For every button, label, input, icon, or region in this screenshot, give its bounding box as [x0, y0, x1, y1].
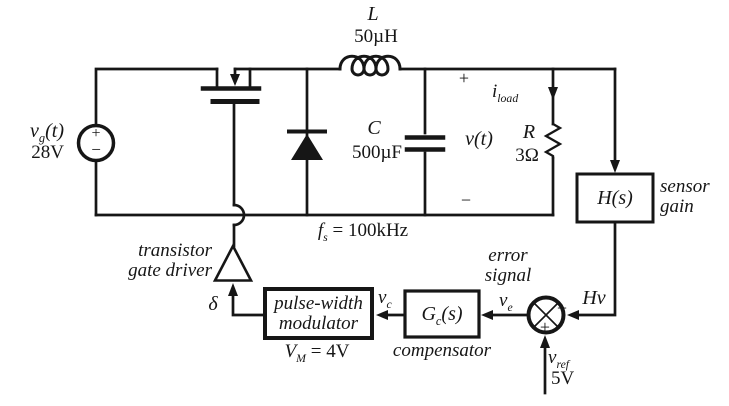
output-voltage-label: v(t) — [465, 128, 493, 150]
output-minus-sign: − — [460, 190, 472, 210]
delta-signal-label: δ — [208, 293, 218, 315]
sensor-gain-label: H(s) — [597, 186, 633, 209]
driver-input-arrow — [228, 283, 238, 296]
sensor-caption-line1: sensor — [660, 176, 710, 197]
vref-arrow — [540, 335, 550, 348]
pwm-box — [263, 287, 374, 340]
wire-pwm-to-driver — [231, 294, 267, 317]
capacitor-symbol — [404, 67, 446, 217]
capacitor-value: 500µF — [351, 142, 402, 163]
wire-sensor-to-summing — [577, 220, 617, 317]
inductor-symbol — [338, 54, 402, 77]
hv-arrow — [567, 310, 579, 320]
iload-arrow — [548, 87, 558, 100]
capacitor-label: C — [367, 117, 381, 139]
source-minus-sign: − — [91, 140, 101, 159]
source-plus-sign: + — [91, 125, 101, 142]
input-voltage-value: 28V — [31, 142, 64, 163]
load-current-label: iload — [492, 81, 519, 105]
driver-caption-line1: transistor — [138, 240, 212, 261]
ve-signal-label: ve — [499, 290, 513, 314]
switching-frequency-label: fs = 100kHz — [317, 220, 409, 244]
gate-driver-triangle — [212, 243, 254, 282]
mosfet-symbol — [200, 67, 262, 104]
load-resistor-label: R — [522, 121, 536, 143]
error-caption-line2: signal — [484, 265, 532, 286]
summing-plus-sign: + — [539, 317, 551, 337]
wire-source-to-drain — [94, 67, 219, 128]
inductor-value: 50µH — [354, 26, 398, 47]
driver-caption-line2: gate driver — [128, 260, 212, 281]
sensor-gain-box — [575, 172, 655, 224]
output-plus-sign: + — [458, 68, 470, 88]
sensor-input-arrow — [610, 160, 620, 173]
sensor-caption-line2: gain — [660, 196, 694, 217]
vref-value: 5V — [551, 368, 575, 389]
mosfet-body-arrow — [230, 74, 240, 86]
compensator-label: Gc(s) — [421, 302, 463, 328]
diode-triangle — [291, 134, 323, 160]
summing-minus-sign: − — [556, 298, 568, 318]
input-voltage-label: vg(t) — [30, 120, 64, 145]
voltage-source-circle — [76, 123, 116, 163]
gate-wire — [232, 102, 246, 248]
vc-arrow — [376, 310, 388, 320]
hv-signal-label: Hv — [582, 287, 606, 309]
load-resistor-value: 3Ω — [515, 145, 539, 166]
ve-arrow — [481, 310, 493, 320]
summing-junction — [526, 295, 566, 335]
vc-signal-label: vc — [378, 287, 392, 311]
compensator-box — [403, 289, 481, 339]
error-caption-line1: error — [488, 245, 528, 266]
inductor-label: L — [367, 3, 379, 25]
vref-label: vref — [548, 347, 570, 371]
pwm-vm-value: VM = 4V — [284, 341, 350, 365]
compensator-caption: compensator — [392, 340, 492, 361]
wire-hop — [232, 203, 246, 227]
